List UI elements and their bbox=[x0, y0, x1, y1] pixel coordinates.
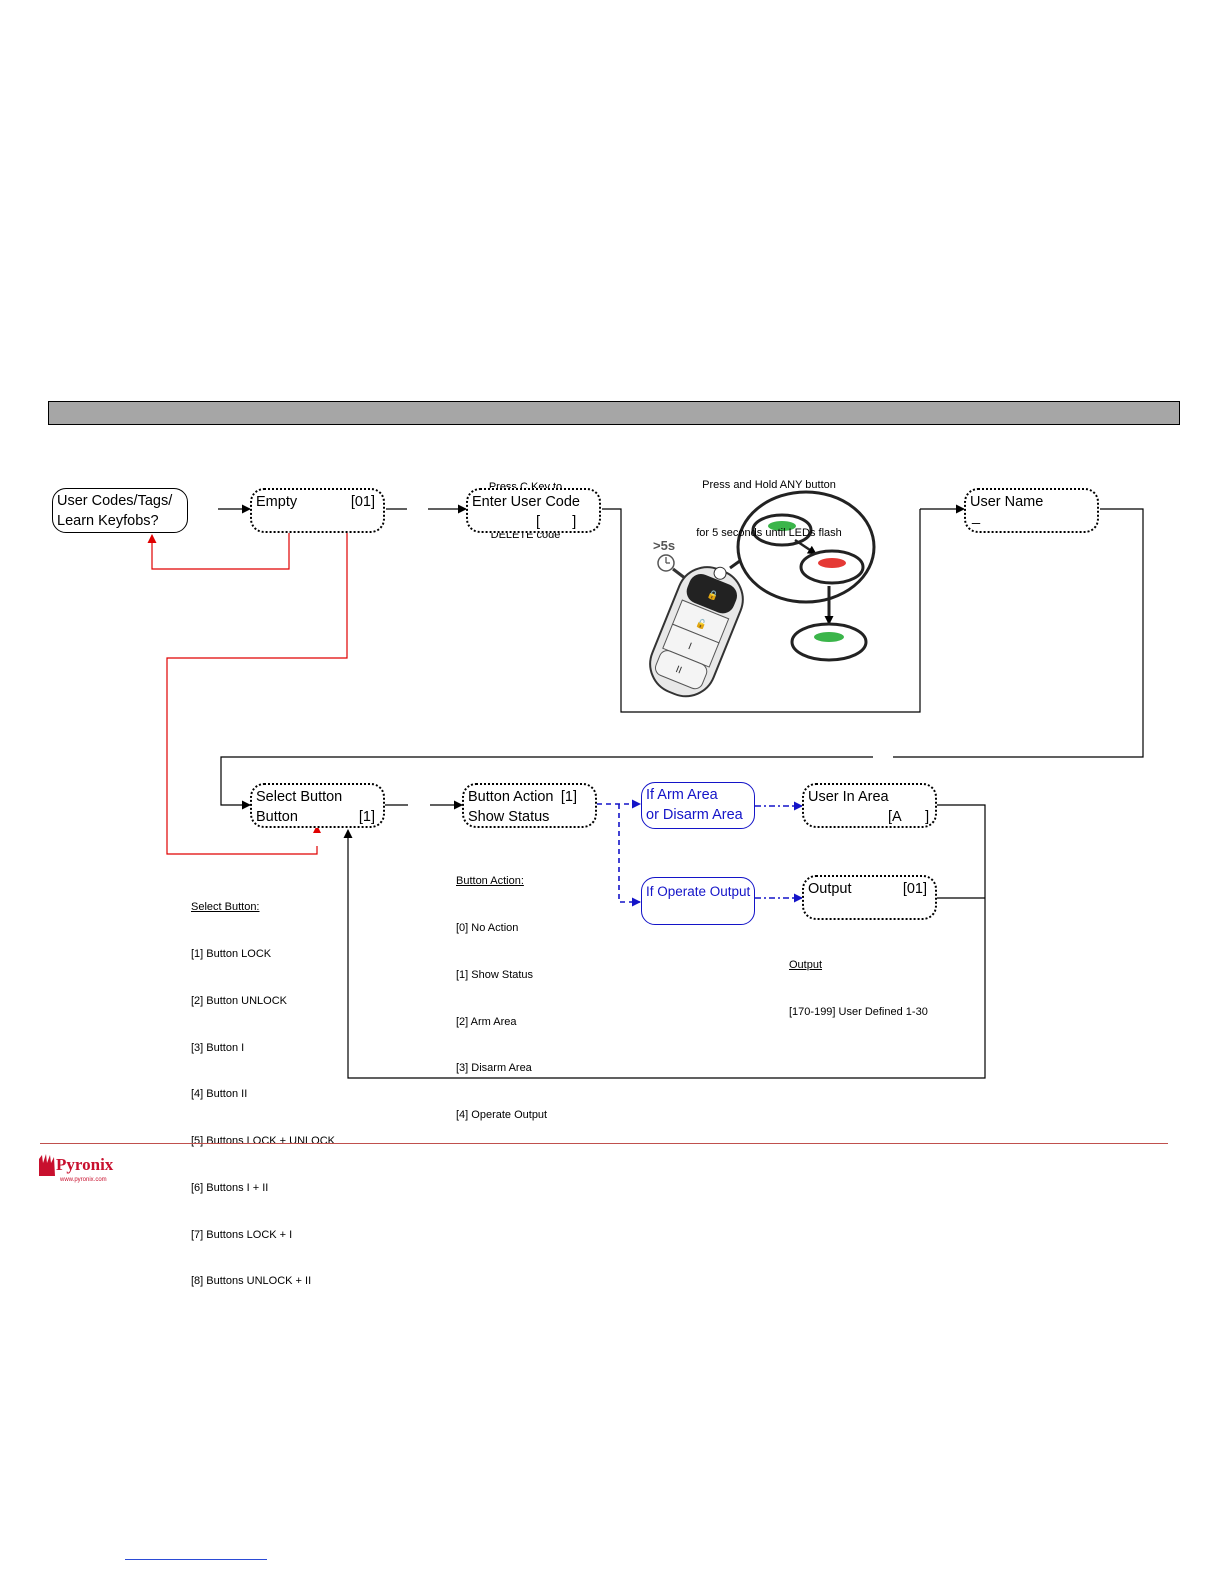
led-green-2 bbox=[790, 622, 868, 662]
menu-user-codes[interactable]: User Codes/Tags/ Learn Keyfobs? bbox=[52, 488, 188, 533]
note-button-action: Button Action: [0] No Action [1] Show St… bbox=[456, 875, 548, 1122]
timer-icon: >5s bbox=[653, 538, 675, 572]
section-header-bar bbox=[48, 401, 1180, 425]
svg-text:I: I bbox=[686, 641, 693, 652]
caption-press-hold: Press and Hold ANY button for 5 seconds … bbox=[696, 479, 842, 539]
connector-user-name-to-select bbox=[893, 508, 1144, 758]
timer-label: >5s bbox=[653, 538, 675, 553]
red-path-to-select-button bbox=[166, 533, 348, 855]
screen-select-button[interactable]: Select Button Button[1] bbox=[250, 783, 385, 828]
svg-text:🔒: 🔒 bbox=[706, 588, 720, 601]
screen-output[interactable]: Output[01] bbox=[802, 875, 937, 920]
screen-user-in-area[interactable]: User In Area [A ] bbox=[802, 783, 937, 828]
flame-icon bbox=[39, 1154, 55, 1176]
screen-button-action[interactable]: Button Action[1] Show Status bbox=[462, 783, 597, 828]
connector-area-return bbox=[343, 804, 986, 1079]
branch-if-operate-output: If Operate Output bbox=[641, 877, 755, 925]
keyfob-body: 🔒 🔓 I II bbox=[649, 566, 744, 698]
svg-text:🔓: 🔓 bbox=[694, 616, 709, 630]
screen-empty[interactable]: Empty[01] bbox=[250, 488, 385, 533]
connector-enter-code-to-keyfob bbox=[602, 508, 921, 713]
pyronix-logo: Pyronix www.pyronix.com bbox=[38, 1153, 122, 1189]
footer-divider bbox=[40, 1143, 1168, 1144]
screen-user-name[interactable]: User Name _ bbox=[964, 488, 1099, 533]
svg-text:II: II bbox=[674, 664, 683, 676]
blue-connector-action-to-output bbox=[618, 804, 641, 907]
connector-return-to-select bbox=[220, 756, 873, 810]
led-red bbox=[799, 549, 865, 585]
branch-if-arm-area: If Arm Area or Disarm Area bbox=[641, 782, 755, 829]
footer-link-underline[interactable] bbox=[125, 1559, 267, 1560]
red-path-back-to-menu bbox=[147, 533, 290, 570]
red-pointer bbox=[313, 825, 321, 833]
note-select-button: Select Button: [1] Button LOCK [2] Butto… bbox=[191, 901, 335, 1288]
note-output: Output [170-199] User Defined 1-30 bbox=[789, 959, 928, 1018]
keyfob-illustration: >5s 🔒 🔓 I II bbox=[649, 490, 876, 698]
led-green-1 bbox=[751, 513, 813, 547]
screen-enter-user-code[interactable]: Enter User Code [ ] bbox=[466, 488, 601, 533]
